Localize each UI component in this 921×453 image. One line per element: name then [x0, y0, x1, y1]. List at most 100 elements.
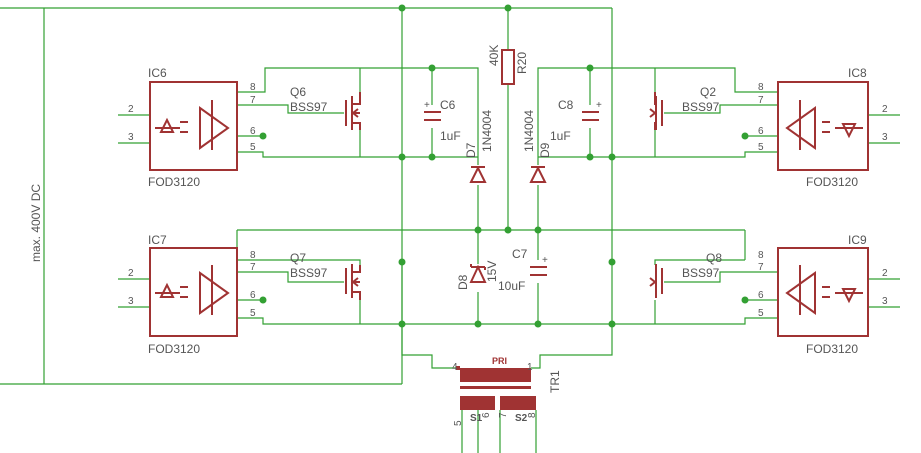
tr1-pin-6: 6 — [481, 412, 492, 418]
r20-name: R20 — [515, 52, 529, 74]
ic8-pin-6: 6 — [758, 126, 764, 137]
ic9-pin-in-a: 2 — [882, 268, 888, 279]
q8-name: Q8 — [706, 251, 722, 265]
ic8-pin-in-a: 2 — [882, 104, 888, 115]
diode-icon — [469, 165, 487, 183]
mosfet-icon — [345, 92, 361, 130]
ic6-pin-6: 6 — [250, 126, 256, 137]
capacitor-c8: + C8 1uF — [550, 98, 602, 143]
mosfet-q7: Q7 BSS97 — [290, 251, 361, 300]
ic9-pin-in-b: 3 — [882, 296, 888, 307]
mosfet-icon — [345, 264, 361, 300]
svg-text:+: + — [542, 255, 548, 266]
led-icon — [835, 123, 863, 139]
ic8-pin-8: 8 — [758, 82, 764, 93]
optocoupler-ic6: IC6 FOD3120 2 3 8 7 6 5 — [128, 66, 256, 189]
c6-value: 1uF — [440, 129, 461, 143]
optocoupler-ic7: IC7 FOD3120 2 3 8 7 6 5 — [128, 233, 256, 356]
c7-name: C7 — [512, 247, 528, 261]
led-icon — [155, 282, 180, 298]
c8-value: 1uF — [550, 129, 571, 143]
zener-diode-icon — [469, 264, 487, 283]
tr1-primary-label: PRI — [492, 356, 507, 366]
resistor-r20: R20 40K — [487, 45, 529, 85]
ic9-name: IC9 — [848, 233, 867, 247]
d7-part: 1N4004 — [480, 110, 494, 152]
capacitor-c7: + C7 10uF — [498, 247, 548, 293]
ic7-pin-6: 6 — [250, 290, 256, 301]
mosfet-icon — [649, 92, 663, 130]
mosfet-q6: Q6 BSS97 — [290, 85, 361, 130]
q7-part: BSS97 — [290, 266, 328, 280]
ic9-pin-5: 5 — [758, 308, 764, 319]
ic6-name: IC6 — [148, 66, 167, 80]
optocoupler-ic8: IC8 FOD3120 2 3 8 7 6 5 — [758, 66, 888, 189]
ic9-part: FOD3120 — [806, 342, 858, 356]
ic9-pin-7: 7 — [758, 262, 764, 273]
mosfet-q2: Q2 BSS97 — [649, 85, 720, 130]
ic7-pin-8: 8 — [250, 250, 256, 261]
capacitor-c6: + C6 1uF — [424, 98, 461, 143]
diode-icon — [529, 165, 547, 183]
wires — [0, 7, 900, 453]
tr1-pin-8: 8 — [527, 412, 538, 418]
q6-name: Q6 — [290, 85, 306, 99]
ic7-name: IC7 — [148, 233, 167, 247]
led-icon — [835, 288, 863, 304]
ic7-pin-5: 5 — [250, 308, 256, 319]
c7-value: 10uF — [498, 279, 525, 293]
ic6-part: FOD3120 — [148, 175, 200, 189]
ic7-pin-in-b: 3 — [128, 296, 134, 307]
svg-text:+: + — [596, 100, 602, 111]
junction-dots — [259, 4, 749, 328]
mosfet-icon — [649, 264, 663, 298]
q2-part: BSS97 — [682, 100, 720, 114]
ic6-pin-7: 7 — [250, 95, 256, 106]
c6-name: C6 — [440, 98, 456, 112]
ic7-pin-in-a: 2 — [128, 268, 134, 279]
ic9-pin-8: 8 — [758, 250, 764, 261]
tr1-pin-4: 4 — [452, 362, 458, 373]
svg-text:+: + — [424, 100, 430, 111]
tr1-s1-label: S1 — [470, 413, 483, 424]
d9-name: D9 — [538, 142, 552, 158]
ic6-pin-5: 5 — [250, 142, 256, 153]
r20-value: 40K — [487, 45, 501, 66]
supply-voltage-label: max. 400V DC — [29, 184, 43, 262]
d8-part: 15V — [485, 261, 499, 282]
mosfet-q8: Q8 BSS97 — [649, 251, 722, 298]
q8-part: BSS97 — [682, 266, 720, 280]
ic8-pin-7: 7 — [758, 95, 764, 106]
q2-name: Q2 — [700, 85, 716, 99]
d8-name: D8 — [456, 274, 470, 290]
tr1-name: TR1 — [548, 370, 562, 393]
tr1-pin-5: 5 — [453, 420, 464, 426]
tr1-pin-7: 7 — [498, 412, 509, 418]
tr1-pin-1: 1 — [527, 362, 533, 373]
ic7-part: FOD3120 — [148, 342, 200, 356]
ic7-pin-7: 7 — [250, 262, 256, 273]
ic6-pin-in-a: 2 — [128, 104, 134, 115]
diode-d9: D9 1N4004 — [522, 110, 552, 183]
led-icon — [155, 117, 180, 133]
ic8-part: FOD3120 — [806, 175, 858, 189]
tr1-s2-label: S2 — [515, 413, 528, 424]
d9-part: 1N4004 — [522, 110, 536, 152]
diode-d7: D7 1N4004 — [464, 110, 494, 183]
amplifier-icon — [199, 106, 230, 150]
c8-name: C8 — [558, 98, 574, 112]
ic8-pin-5: 5 — [758, 142, 764, 153]
ic9-pin-6: 6 — [758, 290, 764, 301]
ic8-pin-in-b: 3 — [882, 132, 888, 143]
q7-name: Q7 — [290, 251, 306, 265]
ic8-name: IC8 — [848, 66, 867, 80]
optocoupler-ic9: IC9 FOD3120 2 3 8 7 6 5 — [758, 233, 888, 356]
ic6-pin-in-b: 3 — [128, 132, 134, 143]
d7-name: D7 — [464, 142, 478, 158]
transformer-tr1: PRI TR1 S1 S2 4 1 5 6 7 8 — [452, 356, 562, 426]
q6-part: BSS97 — [290, 100, 328, 114]
ic6-pin-8: 8 — [250, 82, 256, 93]
zener-d8: D8 15V — [456, 261, 499, 290]
amplifier-icon — [199, 271, 230, 315]
